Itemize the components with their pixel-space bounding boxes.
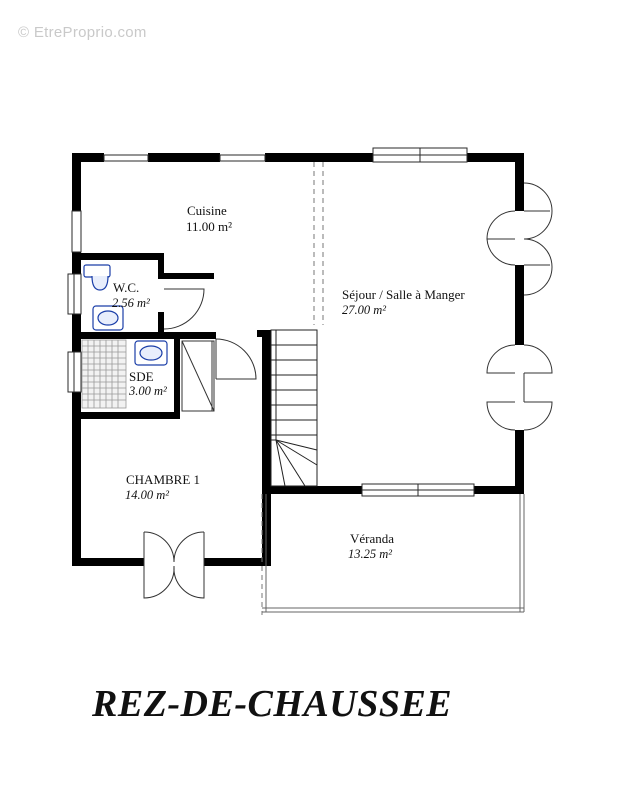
plan-title: REZ-DE-CHAUSSEE <box>92 683 453 725</box>
windows <box>67 147 475 497</box>
room-area-sde: 3.00 m² <box>129 384 167 398</box>
room-name-sde: SDE <box>129 369 154 384</box>
room-area-wc: 2.56 m² <box>112 296 150 310</box>
room-name-wc: W.C. <box>113 280 140 295</box>
room-area-chambre: 14.00 m² <box>125 488 170 502</box>
room-area-cuisine: 11.00 m² <box>186 219 233 234</box>
fixtures <box>83 264 168 366</box>
room-name-veranda: Véranda <box>350 531 395 546</box>
open-passages <box>261 162 324 615</box>
room-area-sejour: 27.00 m² <box>342 303 387 317</box>
interior-walls <box>76 253 271 419</box>
veranda-outline <box>262 494 525 613</box>
closet <box>181 340 215 412</box>
shower-tiles <box>81 339 127 409</box>
room-name-chambre: CHAMBRE 1 <box>126 472 201 487</box>
watermark: © EtreProprio.com <box>18 24 147 41</box>
room-name-sejour: Séjour / Salle à Manger <box>342 287 465 302</box>
door-swings <box>143 182 553 599</box>
room-name-cuisine: Cuisine <box>187 203 227 218</box>
staircase <box>270 329 318 487</box>
room-area-veranda: 13.25 m² <box>348 547 393 561</box>
exterior-walls <box>72 153 524 566</box>
